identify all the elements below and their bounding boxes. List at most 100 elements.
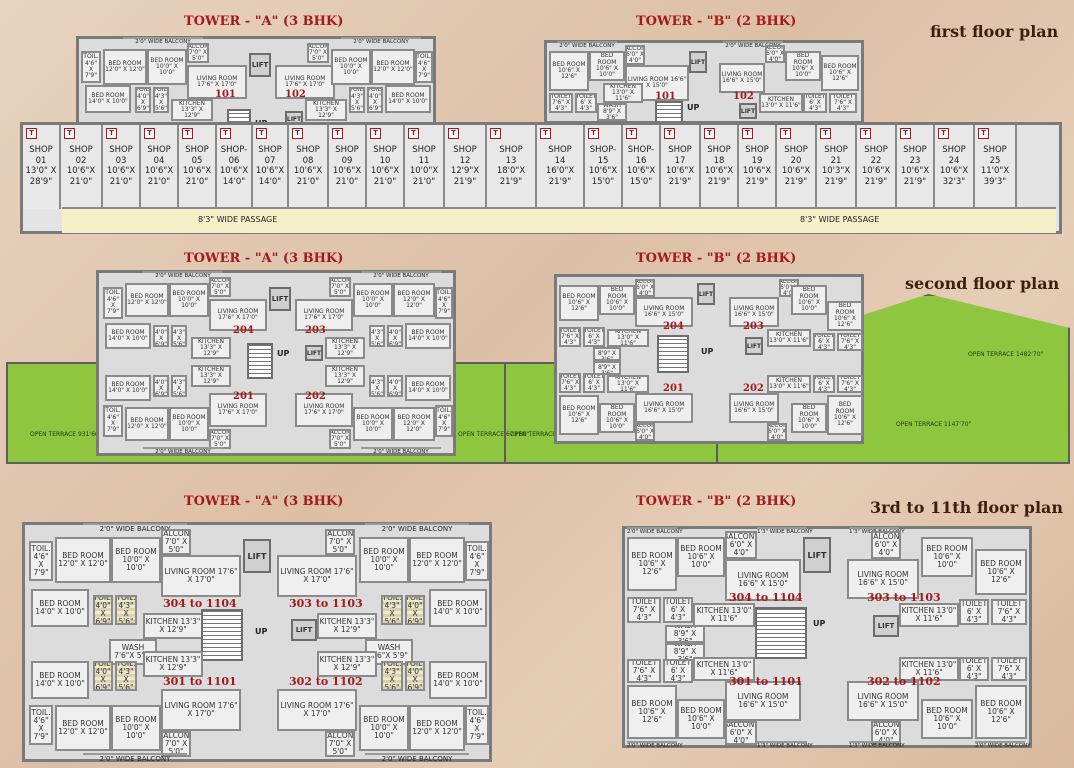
shop-name: SHOP — [745, 145, 769, 155]
bedroom: BED ROOM 14'0" X 10'0" — [31, 661, 89, 699]
shop-size: 10'0"X 21'0" — [409, 166, 439, 187]
bedroom: BED ROOM 10'0" X 10'0" — [331, 49, 371, 85]
terrace-label: OPEN TERRACE 931'60" — [30, 431, 102, 438]
shop-number: 04 — [153, 155, 165, 166]
kitchen: KITCHEN 13'3" X 12'9" — [191, 337, 231, 359]
shop-name: SHOP — [335, 145, 359, 155]
living-room: LIVING ROOM 17'6" X 17'0" — [187, 65, 247, 99]
bedroom: BED ROOM 10'0" X 10'0" — [111, 705, 161, 751]
kitchen: KITCHEN 13'0" X 11'6" — [899, 657, 959, 681]
shop-size: 10'6"X 14'0" — [255, 166, 285, 187]
shop-number: 03 — [115, 155, 127, 166]
bedroom: BED ROOM 10'6" X 12'6" — [975, 549, 1027, 595]
bedroom: BED ROOM 10'0" X 10'0" — [353, 407, 393, 441]
bedroom: BED ROOM 14'0" X 10'0" — [429, 589, 487, 627]
bedroom: BED ROOM 10'6" X 10'0" — [677, 537, 725, 577]
kitchen: KITCHEN 13'3" X 12'9" — [171, 99, 213, 121]
balcony-label: 2'0" WIDE BALCONY — [143, 447, 223, 455]
toilet: TOIL. 4'6" X 7'9" — [29, 705, 53, 745]
shop-size: 13'0" X 28'9" — [25, 166, 57, 187]
shop-name: SHOP — [412, 145, 436, 155]
bedroom: BED ROOM 12'0" X 12'0" — [125, 407, 169, 441]
shop-name: SHOP — [109, 145, 133, 155]
toilet: TOILET 6' X 4'3" — [583, 373, 605, 393]
kitchen: KITCHEN 13'3" X 12'9" — [305, 99, 347, 121]
staircase — [657, 335, 689, 373]
toilet-marker: T — [704, 128, 715, 139]
toilet: TOILET 6' X 4'3" — [575, 93, 597, 113]
bedroom: BED ROOM 12'0" X 12'0" — [393, 407, 435, 441]
bedroom: BED ROOM 10'6" X 12'6" — [559, 285, 599, 321]
living-room: LIVING ROOM 16'6" X 15'0" — [725, 681, 801, 721]
toilet-marker: T — [860, 128, 871, 139]
shop-name: SHOP — [69, 145, 93, 155]
lift: LIFT — [249, 53, 271, 77]
kitchen: KITCHEN 13'0" X 11'6" — [767, 375, 811, 393]
shop-size: 10'6"X 21'9" — [861, 166, 891, 187]
shop-name: SHOP-16 — [627, 145, 655, 166]
up-label: UP — [813, 619, 826, 628]
balcony-label: 2'0" WIDE BALCONY — [361, 271, 441, 279]
bedroom: BED ROOM 10'6" X 10'0" — [677, 699, 725, 739]
staircase — [247, 343, 273, 379]
bedroom: BED ROOM 14'0" X 10'0" — [405, 375, 451, 401]
bedroom: BED ROOM 14'0" X 10'0" — [105, 323, 151, 349]
shop-number: 14 — [554, 155, 566, 166]
staircase — [755, 607, 807, 659]
shop-name: SHOP-15 — [589, 145, 617, 166]
bedroom: BED ROOM 10'6" X 12'6" — [559, 395, 599, 435]
toilet-marker: T — [370, 128, 381, 139]
balcony: BALCONY 7'0" X 5'0" — [209, 277, 231, 297]
shop-number: 18 — [713, 155, 725, 166]
balcony: BALCONY 7'0" X 5'0" — [329, 277, 351, 297]
living-room: LIVING ROOM 17'6" X 17'0" — [209, 299, 267, 331]
balcony-label: 2'0" WIDE BALCONY — [341, 37, 421, 45]
bedroom: BED ROOM 10'0" X 10'0" — [359, 537, 409, 583]
bedroom: BED ROOM 10'6" X 10'0" — [921, 699, 973, 739]
shop-size: 10'6"X 15'0" — [588, 166, 618, 187]
shop-number: 07 — [264, 155, 276, 166]
balcony-label: 1'3" WIDE BALCONY — [757, 527, 813, 535]
tower-b-typical-floor-plan: 2'0" WIDE BALCONY 1'3" WIDE BALCONY 1'3"… — [622, 526, 1032, 749]
flat-number: 102 — [733, 91, 754, 102]
toilet: TOILET 6' X 4'3" — [959, 599, 989, 625]
shop-size: 10'6"X 21'9" — [704, 166, 734, 187]
toilet: TOIL. 4'6" X 7'9" — [465, 541, 489, 581]
shop-size: 10'6"X 21'0" — [182, 166, 212, 187]
bedroom: BED ROOM 14'0" X 10'0" — [429, 661, 487, 699]
wash: WASH 8'9" X 3'6" — [665, 625, 705, 643]
balcony: BALCONY 7'0" X 5'0" — [209, 429, 231, 449]
flat-number: 201 — [233, 391, 254, 402]
toilet-marker: T — [900, 128, 911, 139]
kitchen: KITCHEN 13'0" X 11'6" — [767, 329, 811, 347]
tower-a-title-second: TOWER - "A" (3 BHK) — [184, 251, 344, 266]
lift: LIFT — [243, 539, 271, 573]
balcony: BALCONY 7'0" X 5'0" — [187, 43, 209, 63]
shop-size: 10'6"X 21'9" — [665, 166, 695, 187]
toilet-marker: T — [938, 128, 949, 139]
shop-number: 21 — [830, 155, 842, 166]
living-room: LIVING ROOM 16'6" X 15'0" — [729, 393, 779, 423]
toilet-marker: T — [780, 128, 791, 139]
up-label: UP — [687, 103, 700, 112]
kitchen: KITCHEN 13'0" X 11'6" — [693, 603, 755, 627]
kitchen: KITCHEN 13'3" X 12'9" — [325, 365, 365, 387]
toilet-marker: T — [144, 128, 155, 139]
shop-name: SHOP — [707, 145, 731, 155]
up-label: UP — [701, 347, 714, 356]
tower-b-title-typical: TOWER - "B" (2 BHK) — [636, 494, 797, 509]
bedroom: BED ROOM 10'6" X 10'0" — [791, 403, 827, 433]
lift: LIFT — [291, 619, 317, 641]
toilet: TOILET 7'6" X 4'3" — [627, 659, 661, 683]
balcony-label: 2'0" WIDE BALCONY — [123, 37, 203, 45]
shop-number: 25 — [989, 155, 1001, 166]
balcony-label: 2'0" WIDE BALCONY — [627, 741, 683, 749]
balcony-label: 2'0" WIDE BALCONY — [557, 41, 617, 49]
